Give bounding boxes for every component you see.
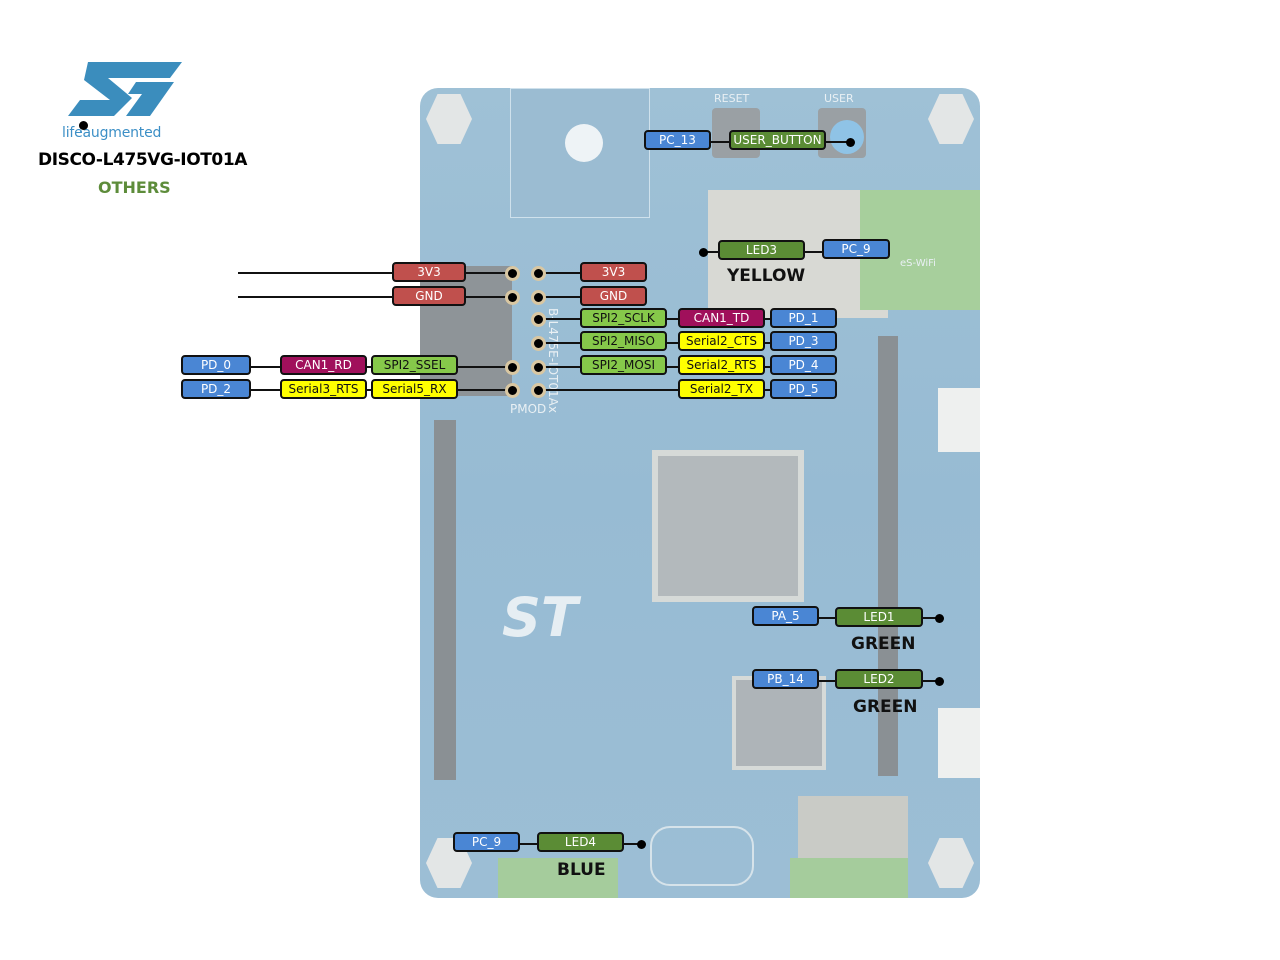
- usb-otg-connector: [938, 388, 980, 452]
- board-name: DISCO-L475VG-IOT01A: [38, 150, 248, 170]
- pmod-pin: [531, 383, 546, 398]
- label-led3: LED3: [718, 240, 805, 260]
- wire: [538, 272, 582, 274]
- wire: [538, 296, 582, 298]
- mount-hole: [928, 838, 974, 888]
- antenna-logo: [565, 124, 603, 162]
- st-board-logo-icon: ST: [502, 586, 578, 649]
- arduino-header-left: [434, 420, 456, 780]
- label-can1-rd: CAN1_RD: [280, 355, 367, 375]
- label-pc13: PC_13: [644, 130, 711, 150]
- user-button-cap[interactable]: [830, 120, 864, 154]
- bt-pcb: [790, 858, 908, 898]
- led1-pin-dot: [935, 614, 944, 623]
- wifi-silk: eS-WiFi: [900, 258, 936, 269]
- subghz-pcb: [498, 858, 618, 898]
- label-led4: LED4: [537, 832, 624, 852]
- secondary-chip: [732, 676, 826, 770]
- label-serial5-rx: Serial5_RX: [371, 379, 458, 399]
- usb-stlink-connector: [938, 708, 980, 778]
- section-title: OTHERS: [98, 178, 171, 197]
- tagline-augmented: augmented: [82, 125, 162, 141]
- label-led3-pin: PC_9: [822, 239, 890, 259]
- led1-color: GREEN: [851, 634, 916, 654]
- label-user-button: USER_BUTTON: [729, 130, 826, 150]
- mount-hole: [426, 94, 472, 144]
- label-serial2-cts: Serial2_CTS: [678, 331, 765, 351]
- pmod-silk: PMOD: [510, 402, 547, 416]
- label-pd0: PD_0: [181, 355, 251, 375]
- label-pd5: PD_5: [770, 379, 837, 399]
- wire: [538, 389, 772, 391]
- label-gnd-left: GND: [392, 286, 466, 306]
- pmod-pin: [531, 336, 546, 351]
- tagline-dot: .: [78, 121, 88, 137]
- board-id-silk: B-L475E-IOT01Ax: [546, 308, 560, 413]
- label-led4-pin: PC_9: [453, 832, 520, 852]
- button-pin-dot: [846, 138, 855, 147]
- label-led1-pin: PA_5: [752, 606, 819, 626]
- board-image: RESET USER eS-WiFi PMOD B-L475E-IOT01Ax …: [420, 88, 980, 898]
- label-3v3-right: 3V3: [580, 262, 647, 282]
- pmod-pin: [531, 266, 546, 281]
- label-serial2-rts: Serial2_RTS: [678, 355, 765, 375]
- st-logo-icon: [68, 62, 182, 116]
- label-led1: LED1: [835, 607, 923, 627]
- tagline: life.augmented: [62, 121, 162, 141]
- tagline-life: life: [62, 125, 83, 141]
- label-pd3: PD_3: [770, 331, 837, 351]
- label-led2: LED2: [835, 669, 923, 689]
- pmod-pin: [505, 266, 520, 281]
- led2-color: GREEN: [853, 697, 918, 717]
- wire: [238, 272, 512, 274]
- pmod-pin: [531, 290, 546, 305]
- wire: [238, 296, 512, 298]
- label-gnd-right: GND: [580, 286, 647, 306]
- label-pd1: PD_1: [770, 308, 837, 328]
- arduino-header-right: [878, 336, 898, 776]
- led3-pin-dot: [699, 248, 708, 257]
- label-can1-td: CAN1_TD: [678, 308, 765, 328]
- led3-color: YELLOW: [727, 266, 806, 286]
- pmod-pin: [531, 312, 546, 327]
- tag-connect: [650, 826, 754, 886]
- label-spi2-miso: SPI2_MISO: [580, 331, 667, 351]
- mcu-chip: [652, 450, 804, 602]
- label-led2-pin: PB_14: [752, 669, 819, 689]
- led2-pin-dot: [935, 677, 944, 686]
- pmod-pin: [505, 383, 520, 398]
- label-spi2-ssel: SPI2_SSEL: [371, 355, 458, 375]
- label-serial2-tx: Serial2_TX: [678, 379, 765, 399]
- pmod-pin: [505, 290, 520, 305]
- label-pd2: PD_2: [181, 379, 251, 399]
- label-spi2-sclk: SPI2_SCLK: [580, 308, 667, 328]
- label-serial3-rts: Serial3_RTS: [280, 379, 367, 399]
- user-silk: USER: [824, 92, 854, 105]
- label-pd4: PD_4: [770, 355, 837, 375]
- label-3v3-left: 3V3: [392, 262, 466, 282]
- led4-color: BLUE: [557, 860, 606, 880]
- led4-pin-dot: [637, 840, 646, 849]
- reset-silk: RESET: [714, 92, 750, 105]
- mount-hole: [928, 94, 974, 144]
- label-spi2-mosi: SPI2_MOSI: [580, 355, 667, 375]
- pmod-pin: [531, 360, 546, 375]
- bt-module: [798, 796, 908, 862]
- pmod-pin: [505, 360, 520, 375]
